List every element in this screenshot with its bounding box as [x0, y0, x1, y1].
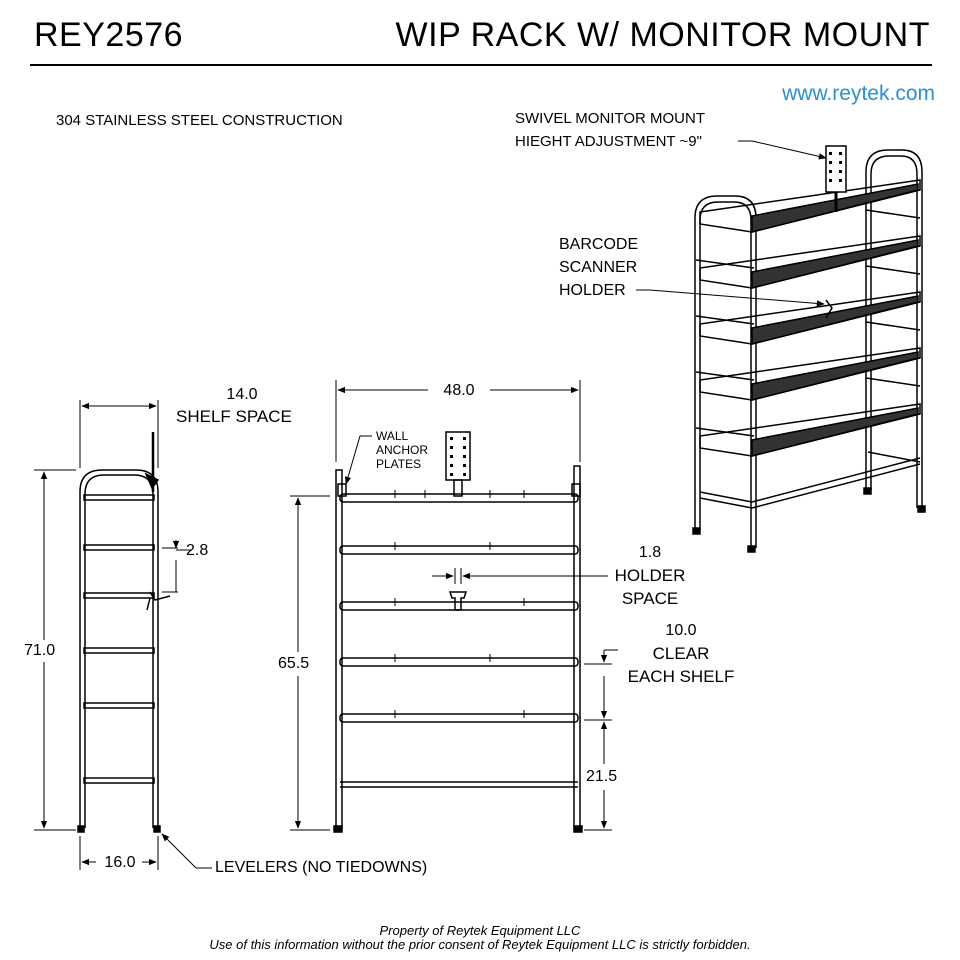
clear-label-line2: EACH SHELF: [627, 667, 735, 686]
holder-space-label-line1: HOLDER: [614, 566, 686, 585]
wall-anchor-note-line1: WALL: [376, 429, 409, 443]
iso-shelves: [699, 179, 921, 457]
levelers-note: LEVELERS (NO TIEDOWNS): [215, 859, 428, 876]
frame-height-dim: 65.5: [278, 655, 310, 672]
model-number: REY2576: [34, 16, 184, 54]
shelf-pitch-dim: 2.8: [186, 542, 209, 559]
holder-space-dim: 1.8: [638, 544, 662, 561]
shelf-space-label: SHELF SPACE: [176, 407, 292, 426]
bottom-clear-dim: 21.5: [586, 768, 618, 785]
clear-label-line1: CLEAR: [652, 644, 710, 663]
material-note: 304 STAINLESS STEEL CONSTRUCTION: [56, 112, 343, 129]
iso-view: [692, 145, 926, 553]
front-shelves: [339, 493, 579, 788]
front-view: [333, 431, 583, 833]
website-link[interactable]: www.reytek.com: [782, 82, 935, 105]
barcode-note-line2: SCANNER: [559, 259, 638, 276]
drawing-title: WIP RACK W/ MONITOR MOUNT: [395, 16, 930, 54]
side-shelves: [83, 494, 155, 784]
title-divider: [30, 64, 932, 66]
side-view: [77, 432, 171, 833]
shelf-space-dim: 14.0: [226, 386, 258, 403]
depth-dim: 16.0: [104, 854, 136, 871]
overall-width-dim: 48.0: [443, 382, 475, 399]
wall-anchor-note-line2: ANCHOR: [376, 443, 429, 457]
iso-leaders: [636, 140, 827, 307]
overall-height-dim: 71.0: [24, 642, 56, 659]
monitor-mount-note-line2: HIEGHT ADJUSTMENT ~9": [515, 133, 702, 150]
barcode-note-line3: HOLDER: [559, 282, 626, 299]
holder-space-label-line2: SPACE: [621, 589, 679, 608]
footer-disclaimer: Use of this information without the prio…: [209, 937, 751, 952]
front-dimensions: [290, 380, 618, 831]
barcode-note-line1: BARCODE: [559, 236, 639, 253]
clear-dim: 10.0: [665, 622, 697, 639]
side-dimensions: [34, 400, 212, 870]
monitor-mount-note-line1: SWIVEL MONITOR MOUNT: [515, 110, 706, 127]
wall-anchor-note-line3: PLATES: [376, 457, 422, 471]
footer-property: Property of Reytek Equipment LLC: [379, 923, 581, 938]
